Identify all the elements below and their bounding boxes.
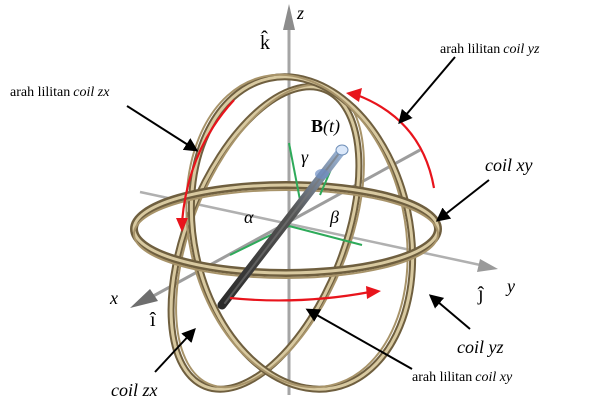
angle-lines — [229, 142, 363, 256]
winding-zx-coil: coil zx — [73, 85, 110, 100]
leader-coil-yz — [428, 294, 471, 330]
winding-arrows — [176, 88, 436, 302]
alpha-label: α — [244, 207, 254, 227]
gamma-label: γ — [301, 147, 309, 167]
winding-yz-coil: coil yz — [503, 42, 540, 57]
winding-xy-coil: coil xy — [475, 370, 513, 385]
k-hat-label: k̂ — [260, 29, 270, 54]
field-label-bold: B — [311, 116, 323, 136]
coil-yz — [185, 73, 417, 393]
x-axis-arrowhead — [130, 289, 158, 308]
y-axis-arrowhead — [477, 259, 498, 272]
z-axis-arrowhead — [283, 4, 295, 30]
winding-arrow-yz — [356, 93, 436, 189]
leader-arrows — [126, 56, 490, 373]
coil-yz-label: coil yz — [457, 337, 504, 357]
z-axis-label: z — [296, 3, 304, 23]
field-vector — [217, 144, 349, 310]
field-label-arg: (t) — [323, 116, 340, 137]
field-label: B(t) — [311, 116, 340, 137]
x-axis-label: x — [109, 288, 118, 308]
i-hat-label: î — [149, 309, 156, 331]
winding-arrow-zx — [180, 99, 235, 223]
beta-label: β — [329, 207, 339, 227]
coil-xy-label: coil xy — [485, 155, 532, 175]
coil-xy — [130, 181, 442, 279]
leader-winding-xy — [305, 308, 413, 370]
leader-winding-zx — [126, 105, 199, 152]
leader-winding-yz — [398, 56, 456, 125]
winding-zx-prefix: arah lilitan — [10, 85, 70, 100]
y-axis-label: y — [505, 276, 515, 296]
winding-xy-prefix: arah lilitan — [412, 370, 472, 385]
coil-zx-label: coil zx — [111, 380, 158, 400]
winding-yz-prefix: arah lilitan — [440, 42, 500, 57]
j-hat-label: ĵ — [477, 283, 484, 305]
leader-coil-xy — [435, 179, 490, 222]
winding-arrow-xy — [229, 290, 371, 302]
leader-coil-zx — [154, 327, 196, 373]
